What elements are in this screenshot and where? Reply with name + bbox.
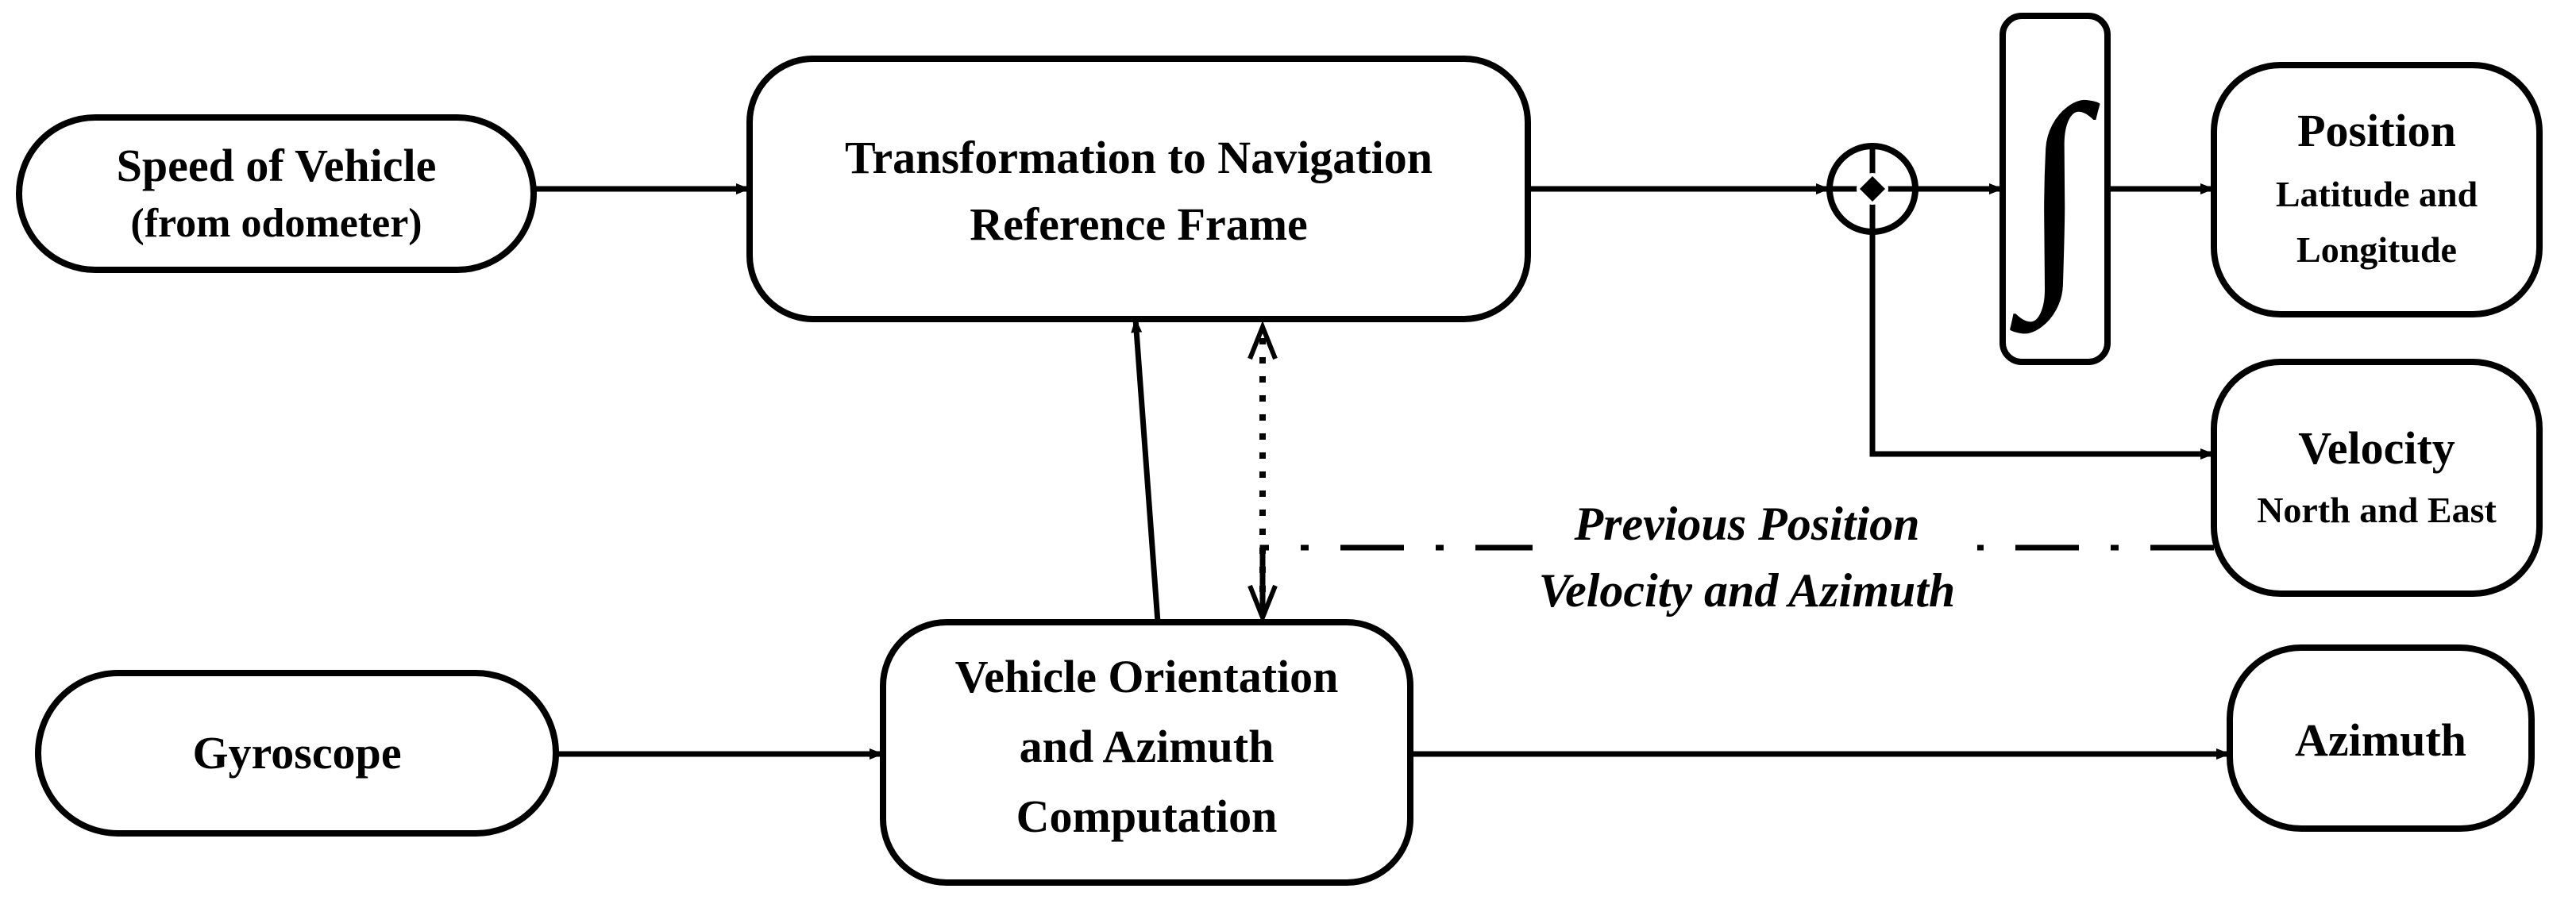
speed-box-line1: Speed of Vehicle [117,140,437,191]
dotted-arrowhead-top [1248,320,1278,360]
transformation-box-line2: Reference Frame [970,198,1308,250]
velocity-box [2211,359,2543,597]
arrow-junction-to-velocity [1869,232,2215,460]
feedback-label-line2: Velocity and Azimuth [1539,564,1956,617]
summing-junction [1826,143,1919,235]
velocity-box-line1: North and East [2257,490,2497,530]
speed-box-line2: (from odometer) [130,201,422,246]
position-box-title: Position [2297,105,2456,156]
feedback-label-bg [1533,492,1977,619]
azimuth-box-label: Azimuth [2295,714,2466,766]
feedback-label-line1: Previous Position [1573,498,1919,550]
orientation-box-line2: and Azimuth [1020,721,1275,772]
orientation-box-line1: Vehicle Orientation [955,651,1339,702]
transformation-box [746,56,1531,322]
gyroscope-box-label: Gyroscope [192,727,401,779]
orientation-box-line3: Computation [1016,791,1278,842]
velocity-box-title: Velocity [2298,422,2455,474]
arrow-orientation-to-transformation [1131,318,1161,623]
position-box-line2: Longitude [2296,229,2457,270]
dashed-arrowhead-bottom [1248,584,1278,625]
transformation-box-line1: Transformation to Navigation [845,132,1433,183]
position-box-line1: Latitude and [2276,174,2478,214]
integrator-symbol: ∫ [2007,58,2100,337]
azimuth-box [2227,644,2535,832]
speed-of-vehicle-box [16,114,537,273]
